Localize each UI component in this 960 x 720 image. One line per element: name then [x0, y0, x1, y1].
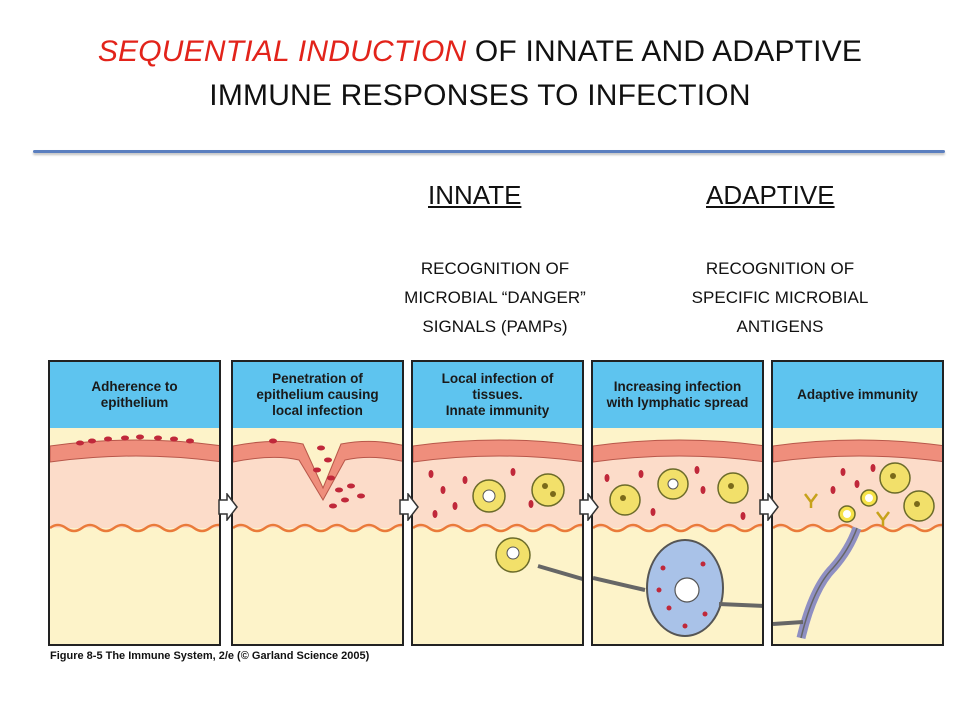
- arrow-right-icon: [399, 493, 419, 521]
- phagocyte-icon: [531, 473, 565, 507]
- caption-line: Adaptive immunity: [797, 387, 918, 402]
- caption-line: Local infection of: [441, 371, 554, 386]
- innate-desc-line: RECOGNITION OF: [420, 259, 570, 278]
- caption-line: Penetration of: [272, 371, 363, 386]
- phagocyte-icon: [879, 462, 911, 494]
- lymph-node-icon: [646, 539, 724, 637]
- adaptive-desc-line: RECOGNITION OF: [705, 259, 855, 278]
- panel-caption: Local infection of tissues. Innate immun…: [413, 362, 582, 430]
- caption-line: epithelium: [100, 395, 169, 410]
- phagocyte-icon: [657, 468, 689, 500]
- caption-line: with lymphatic spread: [606, 395, 749, 410]
- title-highlight: SEQUENTIAL INDUCTION: [97, 35, 467, 68]
- innate-description: RECOGNITION OF MICROBIAL “DANGER” SIGNAL…: [365, 254, 625, 341]
- adaptive-desc-line: SPECIFIC MICROBIAL: [691, 288, 869, 307]
- phagocyte-icon: [472, 479, 506, 513]
- adherence-illustration: [50, 428, 219, 644]
- phagocyte-icon: [495, 537, 531, 573]
- panel-lymphatic-spread: Increasing infection with lymphatic spre…: [591, 360, 764, 646]
- innate-immunity-illustration: [413, 428, 582, 644]
- title-line-2: IMMUNE RESPONSES TO INFECTION: [209, 79, 751, 112]
- panel-penetration: Penetration of epithelium causing local …: [231, 360, 404, 646]
- innate-heading: INNATE: [428, 180, 522, 210]
- infection-stages-figure: Adherence to epithelium Penetration of e…: [48, 360, 944, 646]
- caption-line: Adherence to: [91, 379, 178, 394]
- innate-desc-line: MICROBIAL “DANGER”: [404, 288, 586, 307]
- panel-caption: Penetration of epithelium causing local …: [233, 362, 402, 430]
- arrow-right-icon: [218, 493, 238, 521]
- caption-line: local infection: [272, 403, 363, 418]
- title-divider: [33, 150, 945, 153]
- title-line-1: SEQUENTIAL INDUCTION OF INNATE AND ADAPT…: [0, 30, 960, 74]
- panel-adherence: Adherence to epithelium: [48, 360, 221, 646]
- adaptive-heading: ADAPTIVE: [706, 180, 835, 210]
- phagocyte-icon: [609, 484, 641, 516]
- slide-title: SEQUENTIAL INDUCTION OF INNATE AND ADAPT…: [0, 30, 960, 118]
- panel-caption: Increasing infection with lymphatic spre…: [593, 362, 762, 430]
- caption-line: Increasing infection: [613, 379, 742, 394]
- caption-line: epithelium causing: [256, 387, 379, 402]
- lymphatic-spread-illustration: [593, 428, 762, 644]
- innate-desc-line: SIGNALS (PAMPs): [422, 317, 568, 336]
- lymphocyte-icon: [838, 489, 878, 523]
- arrow-right-icon: [579, 493, 599, 521]
- caption-line: Innate immunity: [445, 403, 550, 418]
- panel-local-infection: Local infection of tissues. Innate immun…: [411, 360, 584, 646]
- adaptive-immunity-illustration: [773, 428, 942, 644]
- arrow-right-icon: [759, 493, 779, 521]
- caption-line: tissues.: [472, 387, 523, 402]
- title-rest: OF INNATE AND ADAPTIVE: [466, 35, 863, 68]
- antibody-icon: [804, 493, 890, 526]
- panel-caption: Adaptive immunity: [773, 362, 942, 430]
- phagocyte-icon: [717, 472, 749, 504]
- adaptive-desc-line: ANTIGENS: [736, 317, 824, 336]
- adaptive-description: RECOGNITION OF SPECIFIC MICROBIAL ANTIGE…: [650, 254, 910, 341]
- panel-caption: Adherence to epithelium: [50, 362, 219, 430]
- figure-credit: Figure 8-5 The Immune System, 2/e (© Gar…: [50, 650, 370, 662]
- panel-adaptive-immunity: Adaptive immunity: [771, 360, 944, 646]
- penetration-illustration: [233, 428, 402, 644]
- phagocyte-icon: [903, 490, 935, 522]
